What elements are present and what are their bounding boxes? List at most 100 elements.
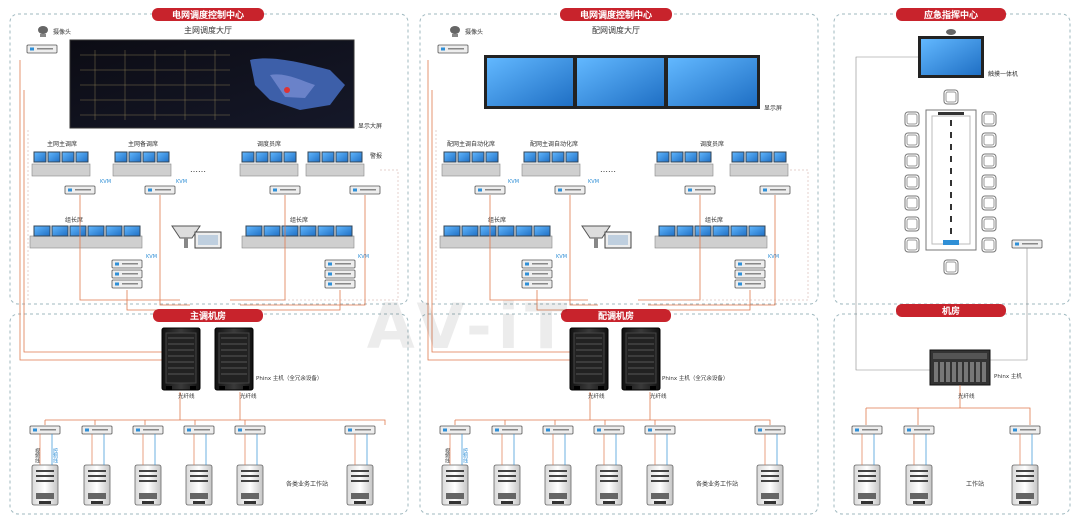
mid-desk-auto1-label: 配网主调自动化席 [447, 140, 495, 148]
left-desk-main [31, 151, 91, 177]
mid-host-label: Phinx 主机（全冗余设备） [662, 374, 728, 382]
mid-desk-auto1 [441, 151, 501, 177]
left-dots: …… [190, 165, 206, 174]
mid-camera-icon [450, 26, 460, 37]
left-camera-icon [38, 26, 48, 37]
mid-extender-4 [759, 185, 791, 195]
mid-screen-label: 显示屏 [764, 105, 782, 112]
left-alert-label: 警报 [370, 152, 382, 160]
right-section-title: 应急指挥中心 [924, 9, 978, 21]
left-extender-3 [269, 185, 301, 195]
left-panel-bottom-border [9, 313, 409, 515]
mid-rack-2 [621, 327, 661, 391]
left-lead1-label: 组长席 [65, 216, 83, 224]
left-desk-backup [112, 151, 172, 177]
mid-workstation-row [439, 425, 786, 506]
left-rack-1 [161, 327, 201, 391]
right-workstation-row [851, 425, 1041, 506]
mid-lead1-label: 组长席 [488, 216, 506, 224]
left-fiber1-label: 光纤线 [178, 392, 195, 400]
mid-section-title-bg [560, 8, 672, 21]
left-extender-4 [349, 185, 381, 195]
mid-extender-1 [474, 185, 506, 195]
mid-kvm-2: KVM [588, 179, 599, 185]
mid-extender-stack-2 [734, 259, 766, 289]
left-extender-2 [144, 185, 176, 195]
mid-panel-bottom-border [419, 313, 819, 515]
left-big-screen [69, 39, 355, 129]
mid-fiber2-label: 光纤线 [650, 392, 667, 400]
left-room-title: 主调机房 [190, 310, 226, 322]
right-lines [855, 56, 1028, 371]
mid-desk-staff [654, 151, 714, 177]
mid-lead-desk-2 [654, 225, 768, 249]
mid-kvm-4: KVM [768, 254, 779, 260]
left-control-lines [27, 130, 399, 301]
watermark: AV-iT [367, 290, 574, 363]
right-ws-cables [861, 434, 1033, 465]
left-workstation-icon [171, 225, 222, 249]
left-hall-title: 主网调度大厅 [184, 25, 232, 35]
mid-panel-top-border [419, 13, 819, 305]
mid-section-title: 电网调度控制中心 [580, 9, 652, 21]
mid-lead2-label: 组长席 [705, 216, 723, 224]
mid-cable-a-label: 视频线 [444, 447, 450, 463]
mid-desk-staff-label: 调度员席 [700, 140, 724, 148]
right-extender [1011, 239, 1043, 249]
mid-extender-3 [684, 185, 716, 195]
mid-dots: …… [600, 165, 616, 174]
left-room-title-bg [153, 309, 263, 322]
left-big-screen-label: 显示大屏 [358, 122, 382, 130]
mid-fiber-lines [427, 60, 776, 425]
mid-lead-desk-1 [439, 225, 553, 249]
right-host-chassis [929, 349, 991, 386]
right-conference-table [925, 109, 977, 251]
right-fiber-label: 光纤线 [958, 392, 975, 400]
mid-extender-stack-1 [521, 259, 553, 289]
mid-room-title: 配调机房 [598, 310, 634, 322]
mid-kvm-3: KVM [556, 254, 567, 260]
left-rack-2 [214, 327, 254, 391]
left-desk-alert [305, 151, 365, 177]
left-kvm-2: KVM [176, 179, 187, 185]
mid-rack-1 [569, 327, 609, 391]
mid-extender-2 [554, 185, 586, 195]
left-extender-1 [64, 185, 96, 195]
right-terminal-label: 触摸一体机 [988, 70, 1018, 78]
left-lead-desk-1 [29, 225, 143, 249]
mid-camera-extender [437, 44, 469, 54]
left-panel-top-border [9, 13, 409, 305]
left-ws-cables [39, 434, 368, 465]
left-extender-stack-1 [111, 259, 143, 289]
mid-desk-auto2-label: 配网主调自动化席 [530, 140, 578, 148]
left-fiber2-label: 光纤线 [240, 392, 257, 400]
mid-cable-b-label: 控制线 [462, 447, 468, 463]
left-workstations-label: 各类业务工作站 [286, 480, 328, 488]
left-section-title-bg [152, 8, 264, 21]
left-cable-a-label: 视频线 [34, 447, 40, 463]
mid-control-lines [435, 130, 809, 301]
left-kvm-1: KVM [100, 179, 111, 185]
mid-room-title-bg [561, 309, 671, 322]
left-section-title: 电网调度控制中心 [172, 9, 244, 21]
mid-camera-label: 摄像头 [465, 28, 483, 36]
left-camera-extender [26, 44, 58, 54]
mid-kvm-1: KVM [508, 179, 519, 185]
mid-workstations-label: 各类业务工作站 [696, 480, 738, 488]
right-workstations-label: 工作站 [966, 480, 984, 488]
left-cable-b-label: 控制线 [52, 447, 58, 463]
right-section-title-bg [896, 8, 1006, 21]
left-kvm-3: KVM [146, 254, 157, 260]
mid-video-wall [484, 55, 760, 109]
mid-hall-title: 配网调度大厅 [592, 25, 640, 35]
mid-workstation-icon [581, 225, 632, 249]
right-room-title-bg [896, 304, 1006, 317]
left-host-label: Phinx 主机（全冗余设备） [256, 374, 322, 382]
left-lead-desk-2 [241, 225, 355, 249]
left-desk-main-label: 主网主调席 [47, 140, 77, 148]
mid-fiber1-label: 光纤线 [588, 392, 605, 400]
left-workstation-row [29, 425, 376, 506]
left-extender-stack-2 [324, 259, 356, 289]
left-camera-label: 摄像头 [53, 28, 71, 36]
